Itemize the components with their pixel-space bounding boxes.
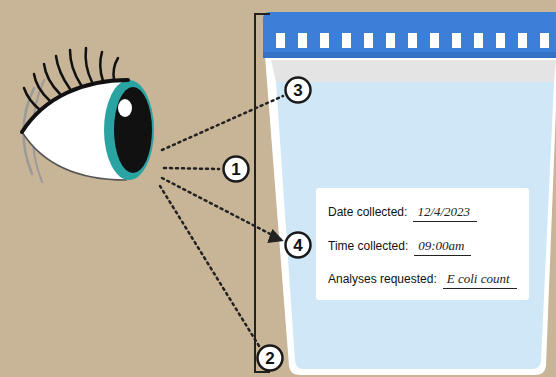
lid-ridge <box>408 33 417 48</box>
handwritten-value: 12/4/2023 <box>413 204 477 222</box>
cup-lid <box>263 12 556 58</box>
cup-liquid <box>276 82 554 369</box>
field-name: Date collected: <box>328 205 407 219</box>
callout-circle: 1 <box>222 155 250 183</box>
handwritten-value: 09:00am <box>414 238 471 256</box>
callout-number: 1 <box>222 155 250 183</box>
eyelash <box>24 88 40 110</box>
lid-ridges <box>276 33 549 48</box>
eyelash <box>70 50 81 85</box>
eyelash <box>56 56 70 89</box>
arrow-tip <box>270 236 281 240</box>
specimen-cup <box>263 12 556 375</box>
lid-ridge <box>518 33 527 48</box>
eyelash <box>100 52 103 81</box>
sight-lines <box>160 96 283 346</box>
lid-ridge <box>496 33 505 48</box>
eyelash <box>114 58 119 80</box>
specimen-label: Date collected: 12/4/2023Time collected: 0… <box>316 188 529 300</box>
callout-circle: 4 <box>284 231 312 259</box>
lid-ridge <box>452 33 461 48</box>
callout-circle: 3 <box>284 76 312 104</box>
eyelash <box>44 64 60 94</box>
lid-ridge <box>320 33 329 48</box>
callout-number: 3 <box>284 76 312 104</box>
lid-rim <box>263 52 556 58</box>
sight-line <box>162 178 280 239</box>
callout-number: 2 <box>256 344 284 372</box>
field-name: Time collected: <box>328 239 408 253</box>
lid-ridge <box>276 33 285 48</box>
sight-line <box>164 168 219 169</box>
eyelash <box>86 48 92 82</box>
handwritten-value: E coli count <box>443 271 517 289</box>
lid-ridge <box>386 33 395 48</box>
lid-ridge <box>298 33 307 48</box>
field-name: Analyses requested: <box>328 272 437 286</box>
cup-outline <box>265 56 556 375</box>
bracket <box>255 14 270 372</box>
label-field: Analyses requested: E coli count <box>328 271 517 289</box>
callout-circle: 2 <box>256 344 284 372</box>
eye-highlight <box>118 99 132 117</box>
eyelashes <box>24 48 118 110</box>
callout-number: 4 <box>284 231 312 259</box>
label-field: Time collected: 09:00am <box>328 238 471 256</box>
lid-ridge <box>540 33 549 48</box>
cup-empty-part <box>271 60 556 82</box>
lid-ridge <box>474 33 483 48</box>
eye <box>22 48 154 182</box>
lid-ridge <box>430 33 439 48</box>
lid-ridge <box>342 33 351 48</box>
iris <box>104 80 154 180</box>
lid-ridge <box>364 33 373 48</box>
pupil <box>114 87 152 173</box>
sight-line <box>160 186 259 346</box>
label-field: Date collected: 12/4/2023 <box>328 204 477 222</box>
sight-line <box>162 96 283 150</box>
